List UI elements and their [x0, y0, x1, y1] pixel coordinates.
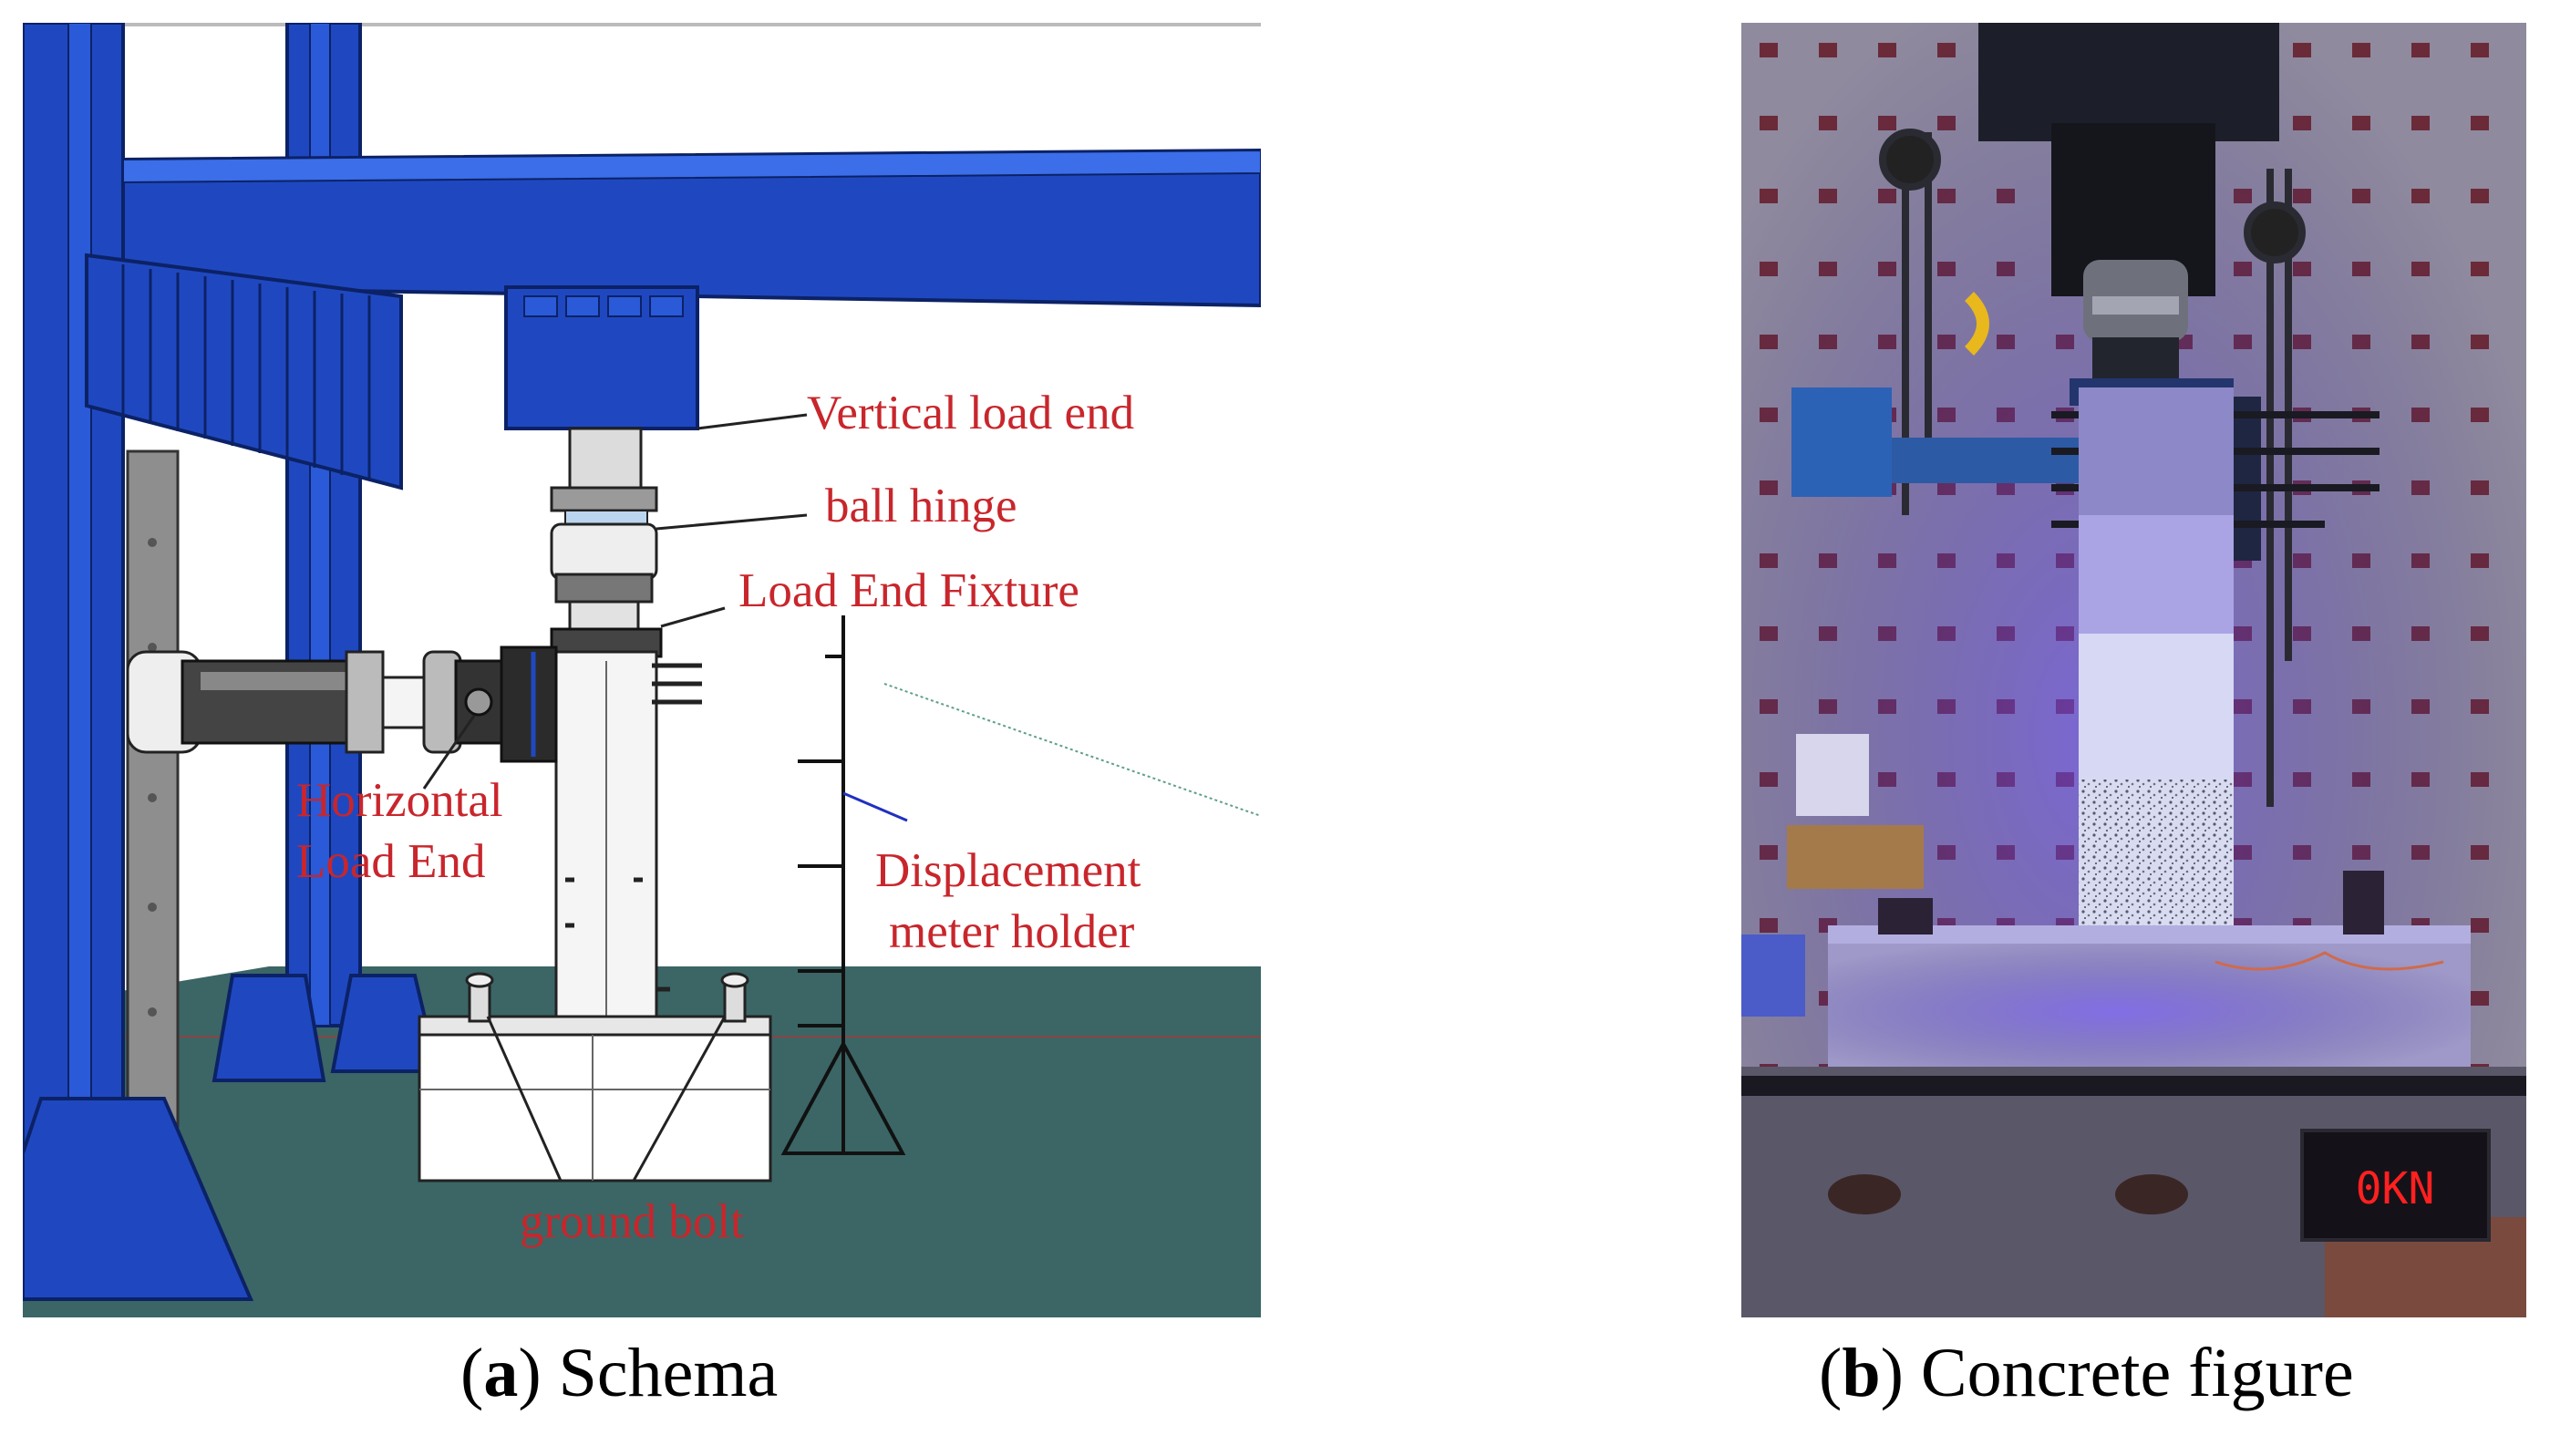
caption-b: (b) Concrete figure	[1819, 1335, 2354, 1411]
label-load-end: Load End	[296, 835, 486, 888]
vertical-actuator-photo	[1978, 23, 2279, 383]
concrete-photo: 0KN	[1741, 23, 2526, 1317]
reaction-wall-plate	[126, 449, 180, 1128]
caption-b-text: Concrete figure	[1920, 1335, 2354, 1411]
steel-frame	[23, 23, 1261, 1301]
label-meter-holder: meter holder	[889, 905, 1135, 958]
load-readout: 0KN	[2356, 1163, 2435, 1214]
caption-b-letter: b	[1842, 1335, 1881, 1411]
label-load-end-fixture: Load End Fixture	[738, 564, 1079, 617]
foundation-block-photo	[1828, 871, 2471, 1067]
box-photo	[1787, 825, 1924, 889]
vertical-actuator	[504, 285, 699, 525]
concrete-photo-panel: 0KN	[1741, 23, 2526, 1317]
caption-a-text: Schema	[558, 1335, 779, 1411]
label-horizontal: Horizontal	[296, 774, 503, 827]
label-ball-hinge: ball hinge	[825, 480, 1017, 532]
label-ground-bolt: ground bolt	[520, 1195, 744, 1248]
foundation-block	[418, 972, 772, 1182]
schema-drawing: Vertical load end ball hinge Load End Fi…	[23, 23, 1261, 1317]
concrete-column	[550, 627, 702, 1037]
concrete-column-photo	[2079, 387, 2234, 935]
label-vertical-load-end: Vertical load end	[807, 387, 1134, 439]
horizontal-actuator	[126, 645, 558, 763]
bag-photo	[1796, 734, 1869, 816]
caption-a: (a) Schema	[460, 1335, 779, 1411]
displacement-meter-holder	[780, 615, 908, 1155]
schema-panel: Vertical load end ball hinge Load End Fi…	[23, 23, 1261, 1317]
label-displacement: Displacement	[875, 844, 1141, 897]
caption-a-letter: a	[483, 1335, 519, 1411]
load-display: 0KN	[2300, 1129, 2526, 1317]
